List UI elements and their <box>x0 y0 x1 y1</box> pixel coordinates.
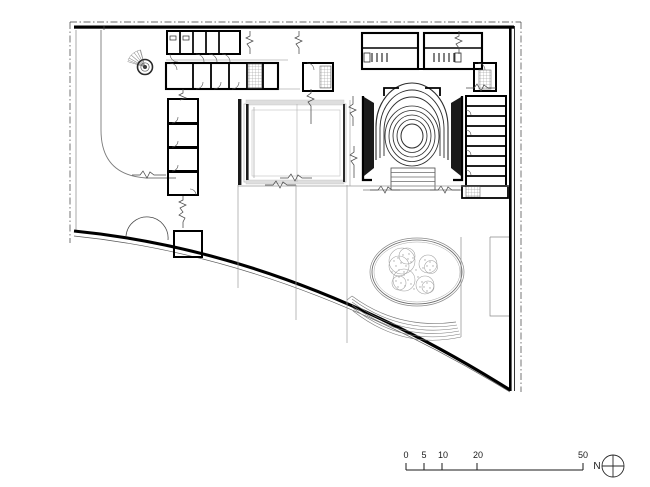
auditorium-wedge-left <box>364 97 374 176</box>
central-courtyard-hall <box>238 99 351 186</box>
auditorium-wedge-right <box>451 97 461 176</box>
hall-wall-left-inner <box>246 104 249 180</box>
curved-boundary-wall <box>73 229 511 393</box>
break-lines <box>103 26 496 228</box>
stair-hatch-upper <box>247 63 263 89</box>
scale-tick-label-0: 0 <box>403 450 408 460</box>
scale-tick-label-5: 5 <box>421 450 426 460</box>
tree-canopies <box>388 247 438 295</box>
north-label: N <box>593 461 600 472</box>
graphic-scale-bar: 0 5 10 20 50 <box>403 450 588 471</box>
spiral-stair-core <box>136 58 154 76</box>
top-corridor <box>166 59 300 90</box>
courtyard-garden-ellipse <box>369 237 465 307</box>
top-room-row-lower <box>164 61 280 91</box>
top-room-row-upper <box>166 30 241 63</box>
curved-terrace-steps <box>351 237 462 341</box>
right-top-stairs <box>473 62 497 92</box>
stair-hatch-right <box>465 185 481 198</box>
curved-interior-wall <box>100 30 176 179</box>
upper-right-corridors <box>360 31 484 71</box>
lower-partitions <box>237 185 509 343</box>
scale-tick-label-10: 10 <box>438 450 448 460</box>
right-room-column <box>461 95 509 199</box>
hall-wall-left-outer <box>238 99 242 185</box>
site-boundary <box>69 21 522 392</box>
north-arrow: N <box>593 454 625 478</box>
central-top-block <box>302 62 334 92</box>
auditorium-oval <box>361 82 464 191</box>
lower-right-blocks <box>346 236 509 317</box>
scale-tick-label-50: 50 <box>578 450 588 460</box>
stage-platform-steps <box>390 167 436 191</box>
hall-top-band <box>245 99 345 106</box>
north-wall <box>74 25 514 29</box>
scale-tick-label-20: 20 <box>473 450 483 460</box>
outer-walls <box>74 25 515 391</box>
spiral-stair <box>127 49 154 76</box>
east-wall <box>509 26 512 391</box>
left-room-stack <box>167 98 203 258</box>
semicircular-alcove <box>125 216 169 241</box>
stair-hatch-central <box>319 65 332 89</box>
